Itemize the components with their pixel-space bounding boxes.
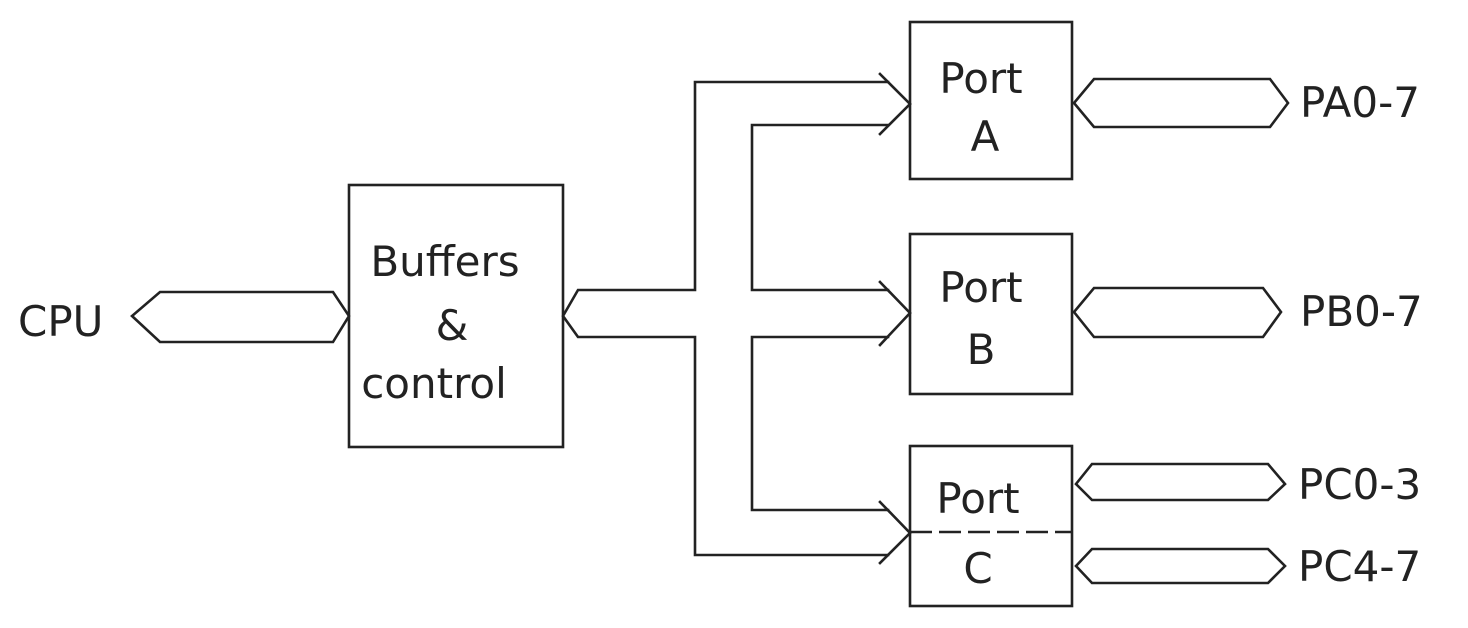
port-c-label-line2: C xyxy=(963,544,992,593)
port-b-input-arrowhead xyxy=(878,280,912,347)
internal-bus-inner-line xyxy=(750,123,890,512)
port-b-pins-label: PB0-7 xyxy=(1300,287,1423,336)
port-a-output-arrow xyxy=(1072,77,1290,129)
port-a-pins-label: PA0-7 xyxy=(1300,78,1420,127)
port-c-box xyxy=(908,444,1074,608)
port-c-upper-pins-label: PC0-3 xyxy=(1298,460,1421,509)
internal-bus-outer-line xyxy=(561,80,890,557)
port-c-lower-output-arrow xyxy=(1074,547,1287,585)
buffers-label-line3: control xyxy=(361,359,507,408)
port-c-lower-pins-label: PC4-7 xyxy=(1298,542,1421,591)
cpu-label: CPU xyxy=(18,297,103,346)
port-a-label-line2: A xyxy=(971,112,1000,161)
port-b-block: Port B xyxy=(908,232,1074,396)
cpu-bus-arrow xyxy=(130,290,351,344)
buffers-label-line2: & xyxy=(436,301,469,350)
port-b-box xyxy=(908,232,1074,396)
port-b-output-arrow xyxy=(1072,286,1283,339)
port-c-upper-output-arrow xyxy=(1074,462,1287,502)
port-c-block: Port C xyxy=(908,444,1074,608)
port-c-label-line1: Port xyxy=(936,474,1019,523)
port-a-box xyxy=(908,20,1074,181)
port-b-label-line1: Port xyxy=(939,263,1022,312)
buffers-label-line1: Buffers xyxy=(370,237,519,286)
port-a-label-line1: Port xyxy=(939,54,1022,103)
port-b-label-line2: B xyxy=(967,325,996,374)
port-a-block: Port A xyxy=(908,20,1074,181)
buffers-control-block: Buffers & control xyxy=(347,183,565,449)
